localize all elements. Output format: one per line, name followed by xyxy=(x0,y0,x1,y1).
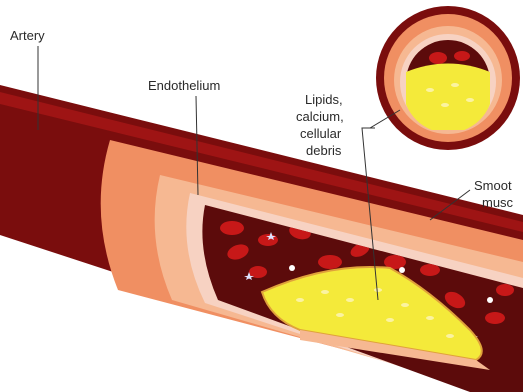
svg-text:cellular: cellular xyxy=(300,126,342,141)
lipids-label: Lipids, calcium, cellular debris xyxy=(296,92,344,158)
cross-section-inset xyxy=(376,6,520,150)
endothelium-label: Endothelium xyxy=(148,78,220,93)
svg-text:musc: musc xyxy=(482,195,514,210)
svg-text:calcium,: calcium, xyxy=(296,109,344,124)
artery-label: Artery xyxy=(10,28,45,43)
svg-text:debris: debris xyxy=(306,143,342,158)
svg-text:Lipids,: Lipids, xyxy=(305,92,343,107)
svg-text:Smoot: Smoot xyxy=(474,178,512,193)
